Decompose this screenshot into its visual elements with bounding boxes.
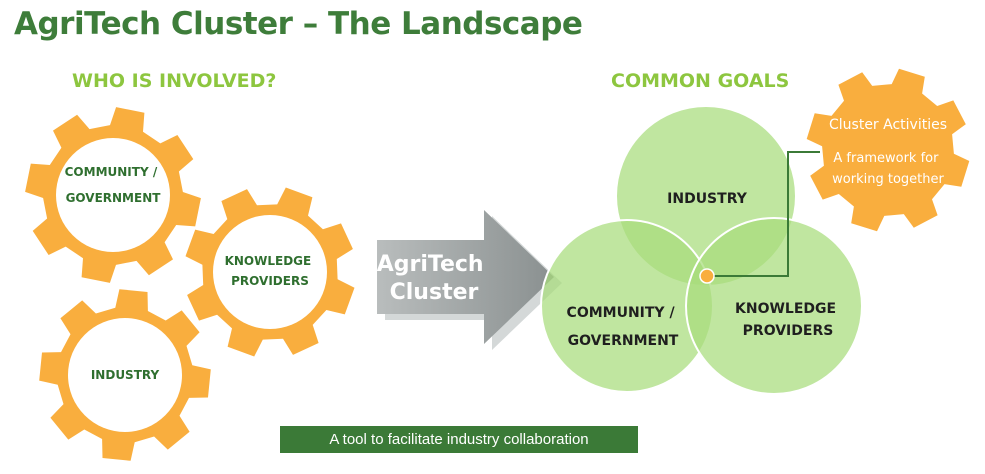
- gear-label-line-1: KNOWLEDGE: [225, 254, 312, 268]
- venn-label-community: COMMUNITY / GOVERNMENT: [567, 305, 680, 349]
- arrow-label-line-2: Cluster: [390, 280, 479, 305]
- gear-shape: [806, 68, 970, 232]
- venn-label-industry: INDUSTRY: [667, 191, 748, 207]
- connector-line: [708, 151, 820, 277]
- gear-community-government: COMMUNITY / GOVERNMENT: [25, 107, 201, 283]
- activities-title: Cluster Activities: [829, 117, 947, 133]
- venn-circle-knowledge: [685, 217, 863, 395]
- gear-label-line-1: COMMUNITY /: [65, 165, 158, 179]
- gear-cluster-activities: Cluster Activities A framework for worki…: [806, 68, 970, 232]
- venn-label-community-line-1: COMMUNITY /: [567, 305, 676, 321]
- activities-text-line-1: A framework for: [833, 151, 939, 166]
- gear-label-line-2: PROVIDERS: [231, 274, 309, 288]
- venn-label-knowledge: KNOWLEDGE PROVIDERS: [735, 301, 841, 339]
- gear-industry: INDUSTRY: [39, 289, 211, 461]
- who-is-involved-heading: WHO IS INVOLVED?: [72, 70, 277, 92]
- arrow-shape: [377, 210, 554, 344]
- venn-diagram: INDUSTRY COMMUNITY / GOVERNMENT KNOWLEDG…: [540, 105, 863, 395]
- gear-hub: [68, 318, 182, 432]
- gear-label: COMMUNITY / GOVERNMENT: [65, 165, 162, 205]
- page-title: AgriTech Cluster – The Landscape: [14, 6, 583, 42]
- venn-label-community-line-2: GOVERNMENT: [568, 333, 679, 349]
- venn-label-knowledge-line-1: KNOWLEDGE: [735, 301, 836, 317]
- arrow-label: AgriTech Cluster: [377, 252, 492, 305]
- gear-label: KNOWLEDGE PROVIDERS: [225, 254, 316, 288]
- common-goals-heading: COMMON GOALS: [611, 70, 790, 92]
- gear-hub: [213, 215, 327, 329]
- activities-text: A framework for working together: [832, 151, 944, 187]
- venn-label-knowledge-line-2: PROVIDERS: [743, 323, 834, 339]
- tagline-banner: A tool to facilitate industry collaborat…: [280, 426, 638, 453]
- agritech-cluster-arrow: AgriTech Cluster: [377, 210, 562, 350]
- gear-knowledge-providers: KNOWLEDGE PROVIDERS: [185, 187, 355, 357]
- gear-hub: [56, 138, 170, 252]
- arrow-label-line-1: AgriTech: [377, 252, 484, 277]
- activities-text-line-2: working together: [832, 172, 944, 187]
- center-dot: [699, 268, 715, 284]
- gear-label: INDUSTRY: [91, 368, 160, 382]
- gear-label-line-2: GOVERNMENT: [66, 191, 162, 205]
- gear-label-line-1: INDUSTRY: [91, 368, 160, 382]
- venn-label-industry-line-1: INDUSTRY: [667, 191, 748, 207]
